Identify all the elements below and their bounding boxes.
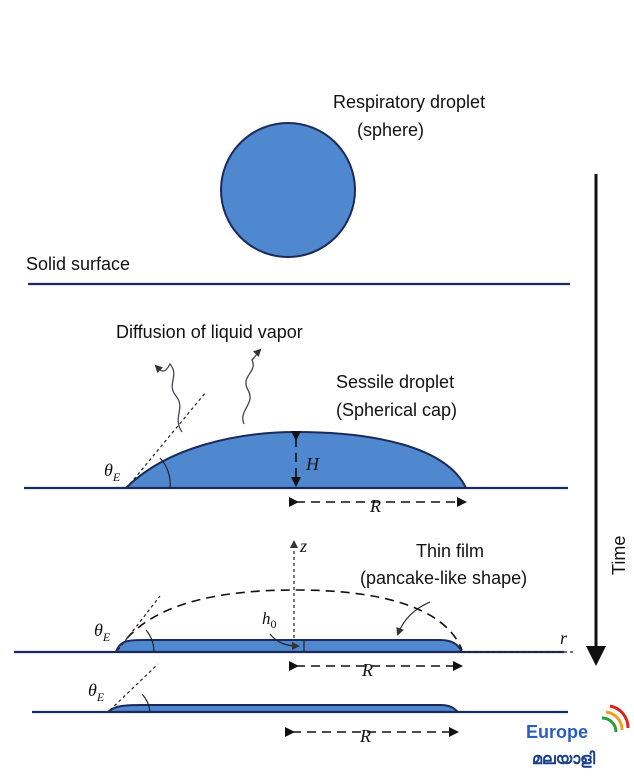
z-axis-symbol: z <box>299 536 307 556</box>
final-film-shape <box>105 704 461 713</box>
logo-arc-green <box>601 716 618 733</box>
thin-film-contact-angle-arc <box>145 629 155 653</box>
logo-word: Europe <box>526 722 588 742</box>
time-label: Time <box>609 536 629 575</box>
thin-film-contact-angle-symbol: θE <box>94 620 111 644</box>
thin-film-subtitle: (pancake-like shape) <box>360 568 527 588</box>
diffusion-label: Diffusion of liquid vapor <box>116 322 303 342</box>
solid-surface-label: Solid surface <box>26 254 130 274</box>
thin-film-label-pointer <box>396 601 431 636</box>
sessile-droplet-subtitle: (Spherical cap) <box>336 400 457 420</box>
vapor-arrow-left <box>154 362 183 433</box>
thin-film-height-symbol: h0 <box>262 609 277 631</box>
sessile-height-symbol: H <box>305 454 320 474</box>
respiratory-droplet-sphere <box>220 122 356 258</box>
respiratory-droplet-title: Respiratory droplet <box>333 92 485 112</box>
thin-film-shape <box>114 639 464 653</box>
logo-arc-orange <box>605 710 624 731</box>
r-axis-symbol: r <box>560 628 568 648</box>
sessile-contact-angle-arc <box>159 457 171 489</box>
respiratory-droplet-subtitle: (sphere) <box>357 120 424 140</box>
sessile-radius-symbol: R <box>369 496 381 516</box>
time-arrow-head <box>586 646 606 666</box>
thin-film-height-pointer <box>269 633 300 650</box>
europe-malayali-logo: Europe മലയാളി <box>526 704 630 768</box>
sessile-tangent-line <box>129 391 207 485</box>
logo-script: മലയാളി <box>532 749 596 768</box>
final-contact-angle-arc <box>141 693 151 713</box>
sessile-contact-angle-symbol: θE <box>104 460 121 484</box>
final-radius-symbol: R <box>359 726 371 746</box>
final-contact-angle-symbol: θE <box>88 680 105 704</box>
thin-film-radius-symbol: R <box>361 660 373 680</box>
previous-cap-outline <box>117 589 463 651</box>
vapor-arrow-right <box>242 348 262 425</box>
thin-film-title: Thin film <box>416 541 484 561</box>
final-tangent-line <box>109 663 159 711</box>
logo-arc-red <box>609 704 630 729</box>
sessile-droplet-title: Sessile droplet <box>336 372 454 392</box>
